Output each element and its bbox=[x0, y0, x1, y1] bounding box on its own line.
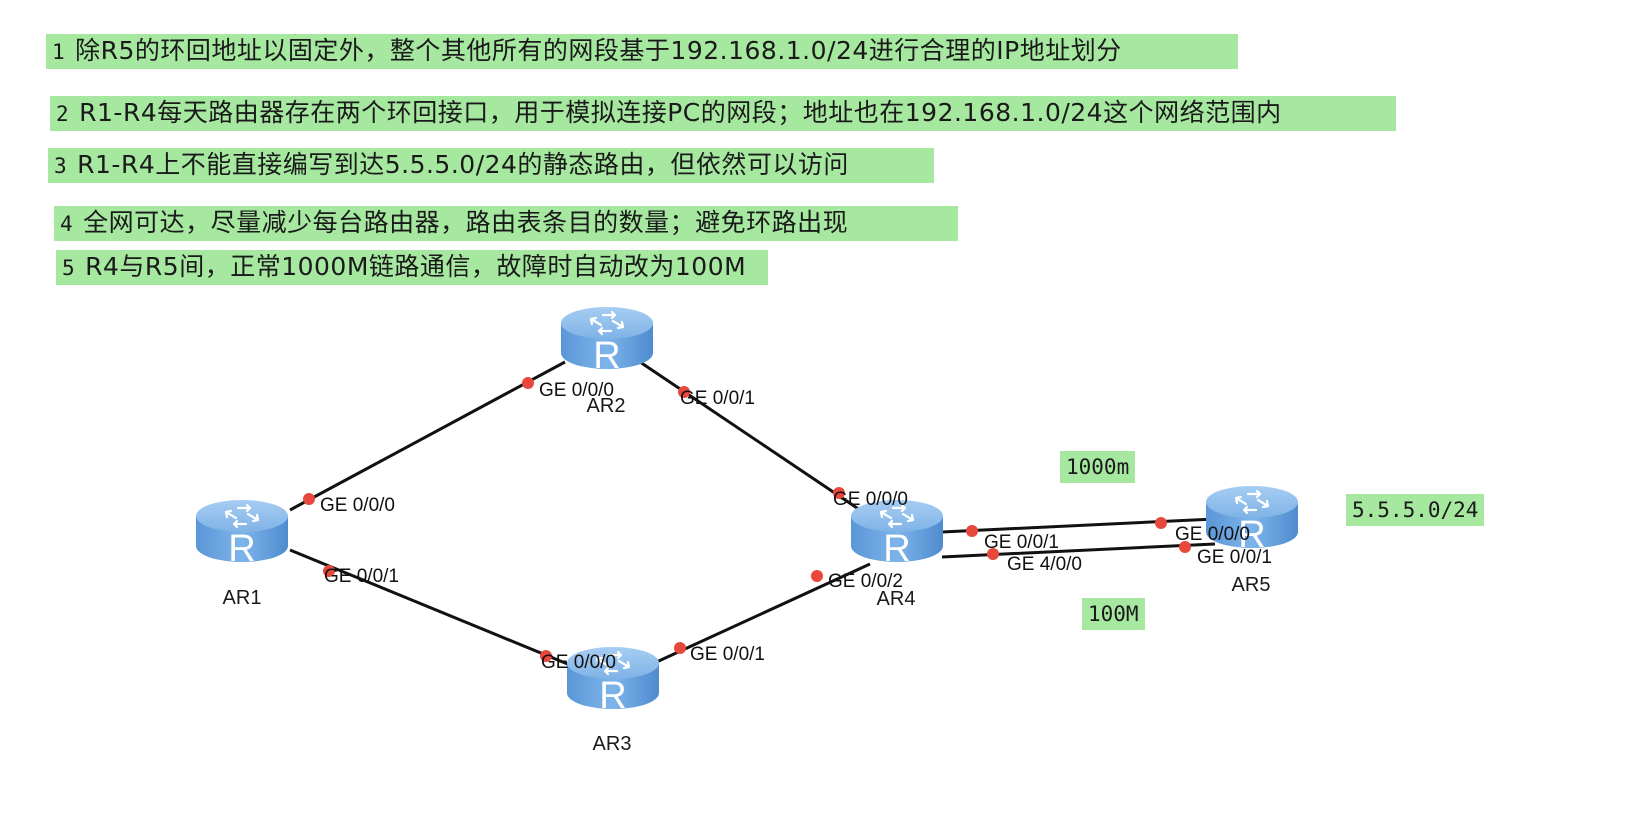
port-label-ar3-ge001: GE 0/0/1 bbox=[690, 644, 765, 665]
router-letter: R bbox=[593, 335, 620, 377]
link-ar3-ar4[interactable] bbox=[649, 562, 871, 667]
port-dot-ar3-ge001[interactable] bbox=[674, 642, 686, 654]
port-dot-ar3-ge000[interactable] bbox=[540, 650, 552, 662]
requirement-4: 4 全网可达，尽量减少每台路由器，路由表条目的数量；避免环路出现 bbox=[54, 206, 958, 241]
port-label-ar4-ge000: GE 0/0/0 bbox=[833, 489, 908, 510]
port-label-ar1-ge000: GE 0/0/0 bbox=[320, 495, 395, 516]
port-label-ar4-ge400: GE 4/0/0 bbox=[1007, 554, 1082, 575]
requirement-3: 3 R1-R4上不能直接编写到达5.5.5.0/24的静态路由，但依然可以访问 bbox=[48, 148, 934, 183]
router-label-ar3: AR3 bbox=[593, 733, 632, 755]
port-label-ar5-ge000: GE 0/0/0 bbox=[1175, 524, 1250, 545]
port-label-ar1-ge001: GE 0/0/1 bbox=[324, 566, 399, 587]
port-dot-ar2-ge001[interactable] bbox=[678, 386, 690, 398]
router-ar3[interactable]: R bbox=[565, 645, 661, 717]
port-dot-ar4-ge400[interactable] bbox=[987, 548, 999, 560]
router-letter: R bbox=[1238, 514, 1265, 556]
router-ar2[interactable]: R bbox=[559, 305, 655, 377]
note-100m-link: 100M bbox=[1082, 598, 1145, 630]
router-label-ar1: AR1 bbox=[223, 587, 262, 609]
requirement-1: 1 除R5的环回地址以固定外，整个其他所有的网段基于192.168.1.0/24进… bbox=[46, 34, 1238, 69]
port-dot-ar4-ge001[interactable] bbox=[966, 525, 978, 537]
links bbox=[289, 360, 1216, 667]
port-dots bbox=[303, 377, 1191, 662]
router-ar1[interactable]: R bbox=[194, 498, 290, 570]
router-label-ar2: AR2 bbox=[587, 395, 626, 417]
requirement-number: 5 bbox=[62, 256, 76, 280]
port-dot-ar5-ge001[interactable] bbox=[1179, 541, 1191, 553]
port-dot-ar4-ge002[interactable] bbox=[811, 570, 823, 582]
router-letter: R bbox=[883, 528, 910, 570]
requirement-text: R1-R4上不能直接编写到达5.5.5.0/24的静态路由，但依然可以访问 bbox=[77, 150, 849, 179]
link-ar4-ar5-1000m[interactable] bbox=[941, 517, 1216, 534]
router-letter: R bbox=[228, 528, 255, 570]
router-label-ar5: AR5 bbox=[1232, 574, 1271, 596]
port-label-ar3-ge000: GE 0/0/0 bbox=[541, 652, 616, 673]
port-label-ar5-ge001: GE 0/0/1 bbox=[1197, 547, 1272, 568]
port-dot-ar1-ge001[interactable] bbox=[323, 565, 335, 577]
requirement-number: 4 bbox=[60, 212, 74, 236]
link-ar2-ar4[interactable] bbox=[639, 360, 861, 512]
link-ar1-ar2[interactable] bbox=[289, 360, 566, 512]
requirement-2: 2 R1-R4每天路由器存在两个环回接口，用于模拟连接PC的网段；地址也在192.… bbox=[50, 96, 1396, 131]
port-label-ar4-ge002: GE 0/0/2 bbox=[828, 571, 903, 592]
requirement-text: R1-R4每天路由器存在两个环回接口，用于模拟连接PC的网段；地址也在192.1… bbox=[79, 98, 1282, 127]
requirement-text: 除R5的环回地址以固定外，整个其他所有的网段基于192.168.1.0/24进行… bbox=[75, 36, 1122, 65]
requirement-text: 全网可达，尽量减少每台路由器，路由表条目的数量；避免环路出现 bbox=[83, 208, 849, 237]
port-dot-ar2-ge000[interactable] bbox=[522, 377, 534, 389]
requirement-5: 5 R4与R5间，正常1000M链路通信，故障时自动改为100M bbox=[56, 250, 768, 285]
port-label-ar2-ge000: GE 0/0/0 bbox=[539, 380, 614, 401]
requirement-text: R4与R5间，正常1000M链路通信，故障时自动改为100M bbox=[85, 252, 747, 281]
router-ar4[interactable]: R bbox=[849, 498, 945, 570]
router-label-ar4: AR4 bbox=[877, 588, 916, 610]
port-dot-ar5-ge000[interactable] bbox=[1155, 517, 1167, 529]
router-ar5[interactable]: R bbox=[1204, 484, 1300, 556]
note-1000m-link: 1000m bbox=[1060, 451, 1136, 483]
router-letter: R bbox=[599, 675, 626, 717]
note-r5-network: 5.5.5.0/24 bbox=[1346, 494, 1485, 526]
requirement-number: 2 bbox=[56, 102, 70, 126]
requirement-number: 1 bbox=[52, 40, 66, 64]
port-dot-ar4-ge000[interactable] bbox=[833, 487, 845, 499]
requirement-number: 3 bbox=[54, 154, 68, 178]
port-label-ar4-ge001: GE 0/0/1 bbox=[984, 532, 1059, 553]
port-label-ar2-ge001: GE 0/0/1 bbox=[680, 388, 755, 409]
port-dot-ar1-ge000[interactable] bbox=[303, 493, 315, 505]
link-ar1-ar3[interactable] bbox=[289, 548, 571, 667]
